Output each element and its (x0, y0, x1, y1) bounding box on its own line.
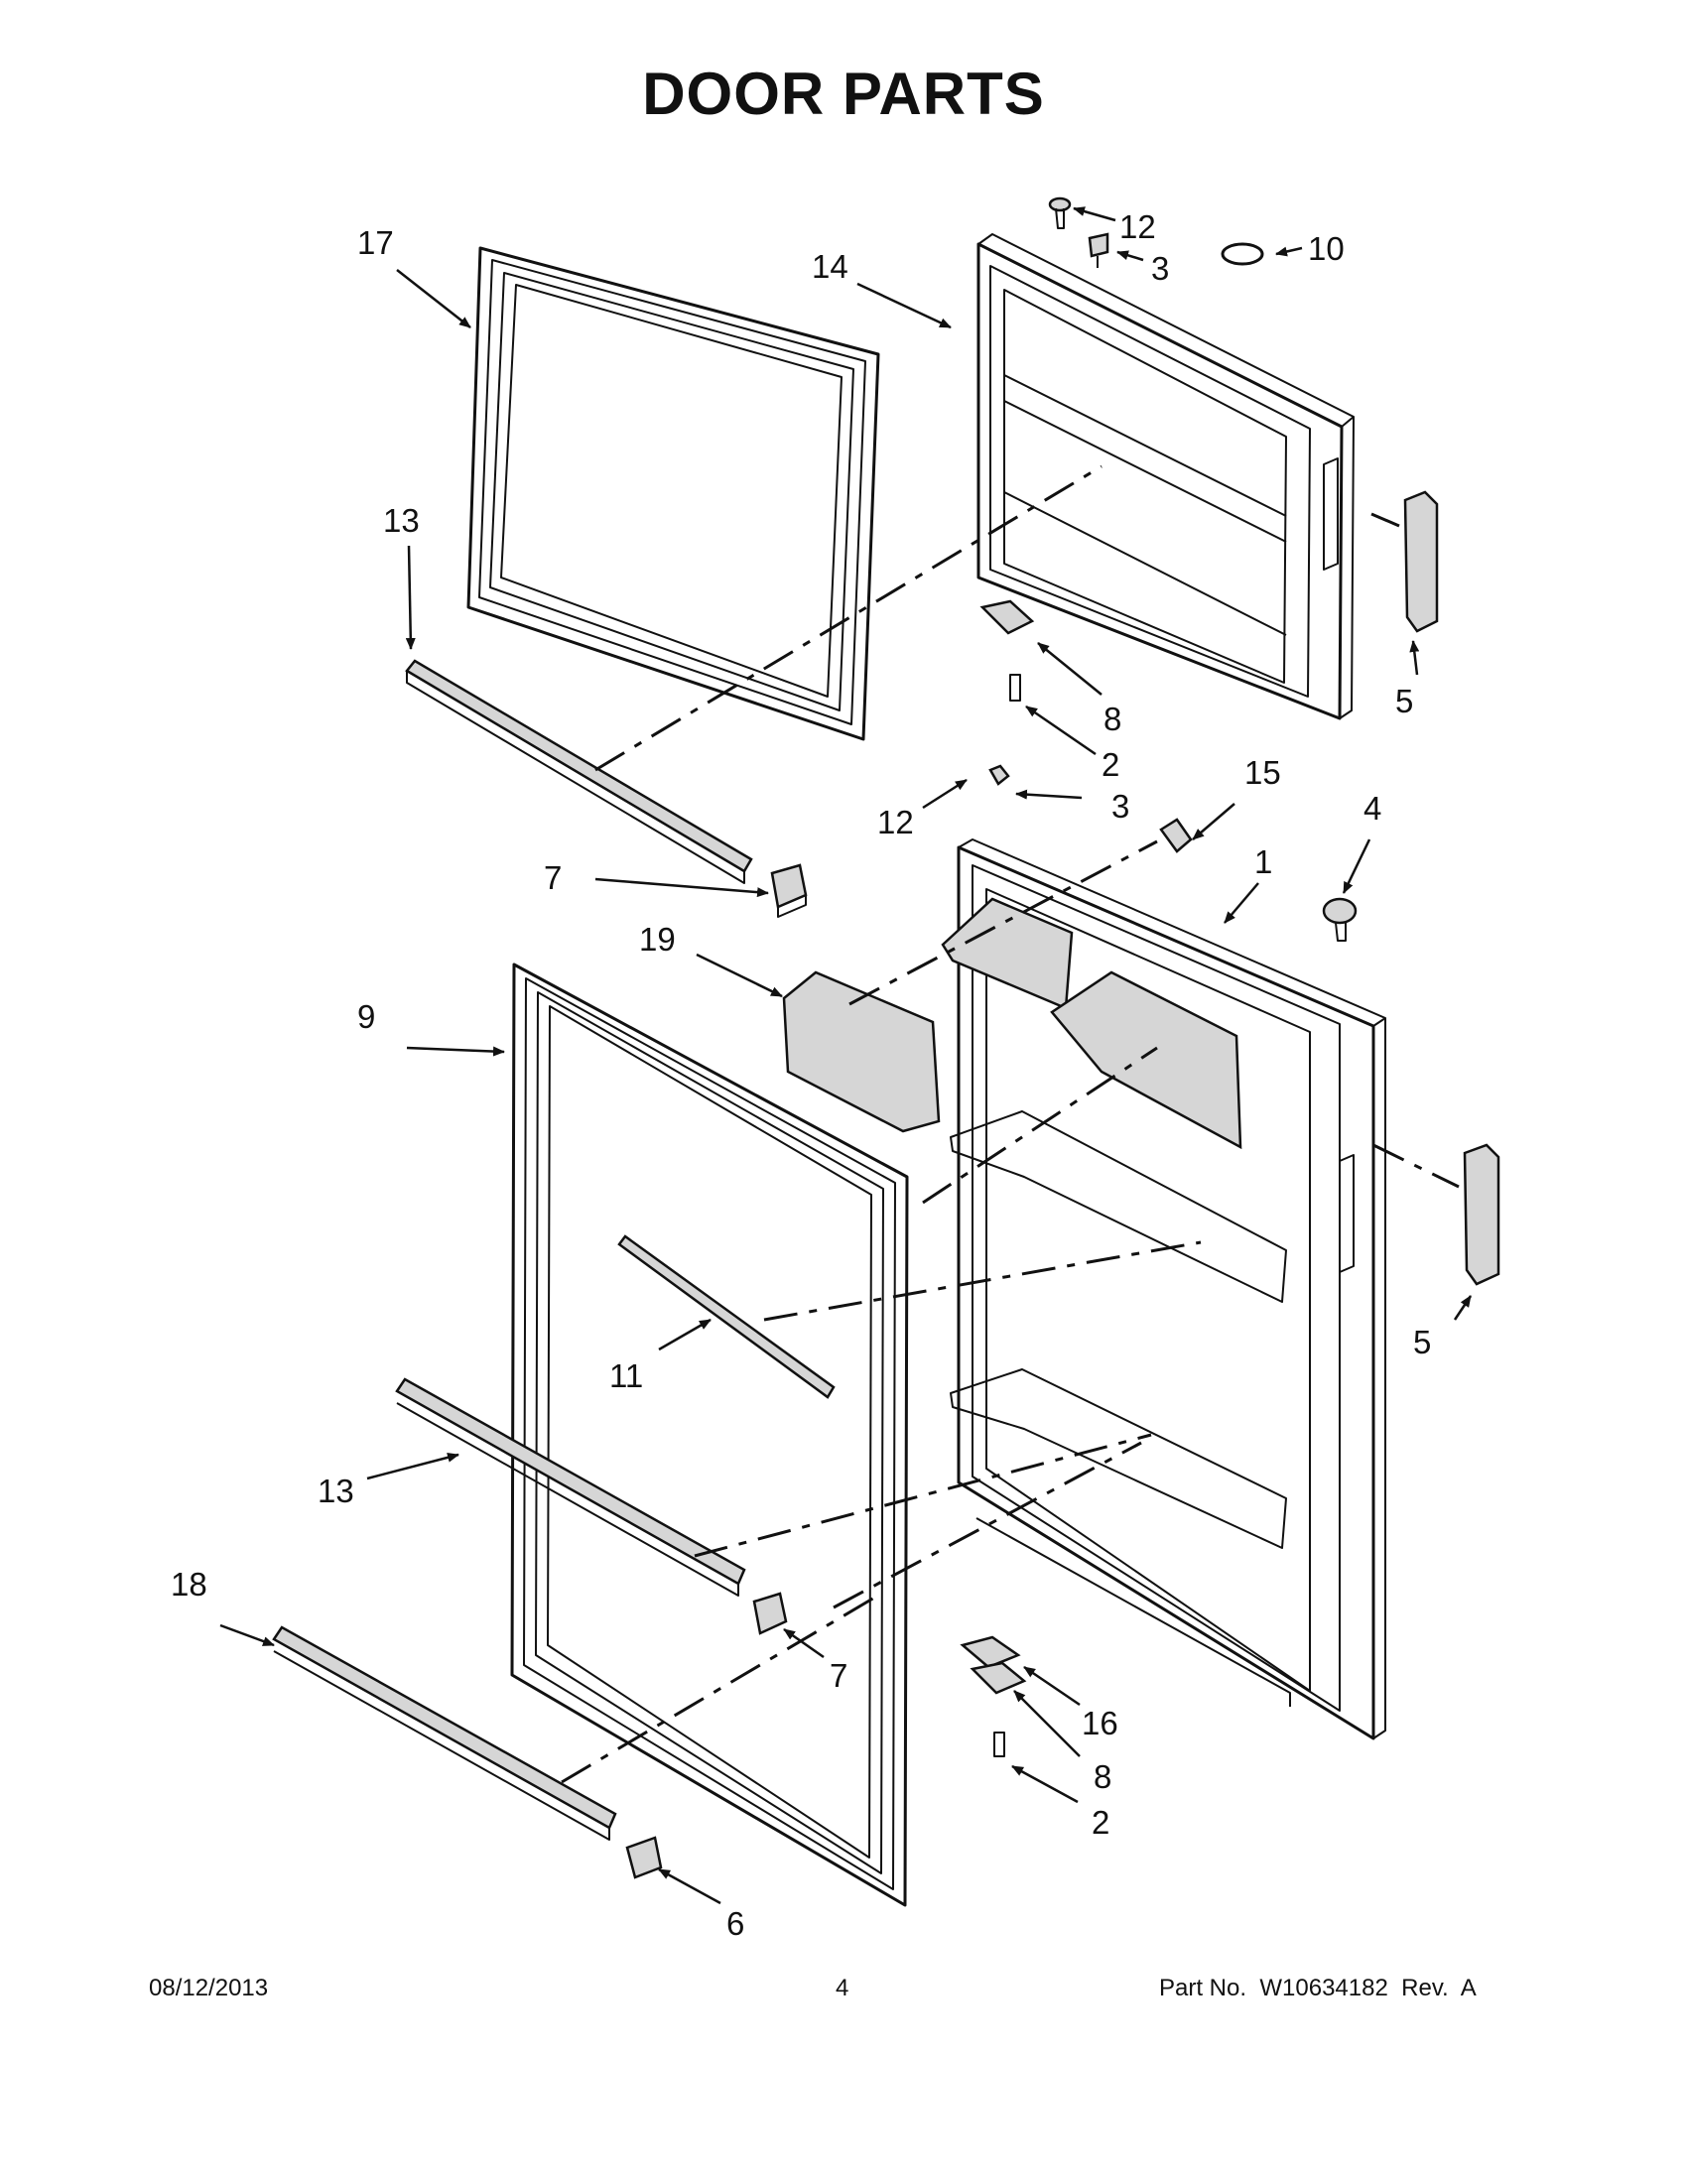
callout-2-lower: 2 (1092, 1804, 1109, 1841)
footer-page-number: 4 (836, 1975, 849, 2001)
callout-7-lower: 7 (830, 1657, 847, 1694)
callout-14: 14 (812, 248, 848, 285)
callout-4: 4 (1363, 790, 1381, 827)
callout-6: 6 (726, 1905, 744, 1942)
freezer-door-illustration (976, 233, 1355, 720)
callout-3-upper: 3 (1151, 250, 1169, 287)
door-strips-illustration (272, 1234, 836, 1879)
callout-5-lower: 5 (1413, 1324, 1431, 1360)
freezer-hardware-illustration (979, 196, 1439, 702)
footer-date: 08/12/2013 (149, 1975, 269, 2001)
callout-2-upper: 2 (1102, 746, 1119, 783)
callout-16: 16 (1082, 1705, 1118, 1741)
callout-9: 9 (357, 998, 375, 1035)
callout-10: 10 (1308, 230, 1345, 267)
leader-arrows (219, 206, 1473, 1905)
callout-1: 1 (1254, 843, 1272, 880)
assembly-lines (561, 464, 1460, 1784)
fresh-food-hinge-illustration (960, 764, 1027, 1757)
footer-part-number: Part No. W10634182 Rev. A (1159, 1975, 1477, 2001)
freezer-gasket-illustration (466, 246, 880, 741)
callout-12-upper: 12 (1119, 208, 1156, 245)
callout-11: 11 (609, 1357, 643, 1394)
fresh-food-door-illustration (941, 838, 1386, 1740)
upper-end-cap-illustration (770, 863, 808, 918)
callout-13-upper: 13 (383, 502, 420, 539)
page-title: DOOR PARTS (642, 61, 1045, 127)
callout-19: 19 (639, 921, 676, 958)
callout-5-upper: 5 (1395, 683, 1413, 719)
callout-3-lower: 3 (1111, 788, 1129, 825)
callout-17: 17 (357, 224, 394, 261)
callout-12-lower: 12 (877, 804, 914, 840)
callout-13-lower: 13 (318, 1473, 354, 1509)
callout-15: 15 (1244, 754, 1281, 791)
callout-8-upper: 8 (1103, 701, 1121, 737)
fresh-food-accessories-illustration (782, 818, 1500, 1286)
fresh-food-gasket-illustration (510, 963, 909, 1907)
callout-18: 18 (171, 1566, 207, 1603)
callout-7-upper: 7 (544, 859, 562, 896)
upper-trim-strip-illustration (405, 659, 753, 884)
callout-8-lower: 8 (1094, 1758, 1111, 1795)
callout-labels: 17 14 12 3 10 13 5 8 2 12 3 15 4 1 7 19 … (171, 208, 1431, 1942)
